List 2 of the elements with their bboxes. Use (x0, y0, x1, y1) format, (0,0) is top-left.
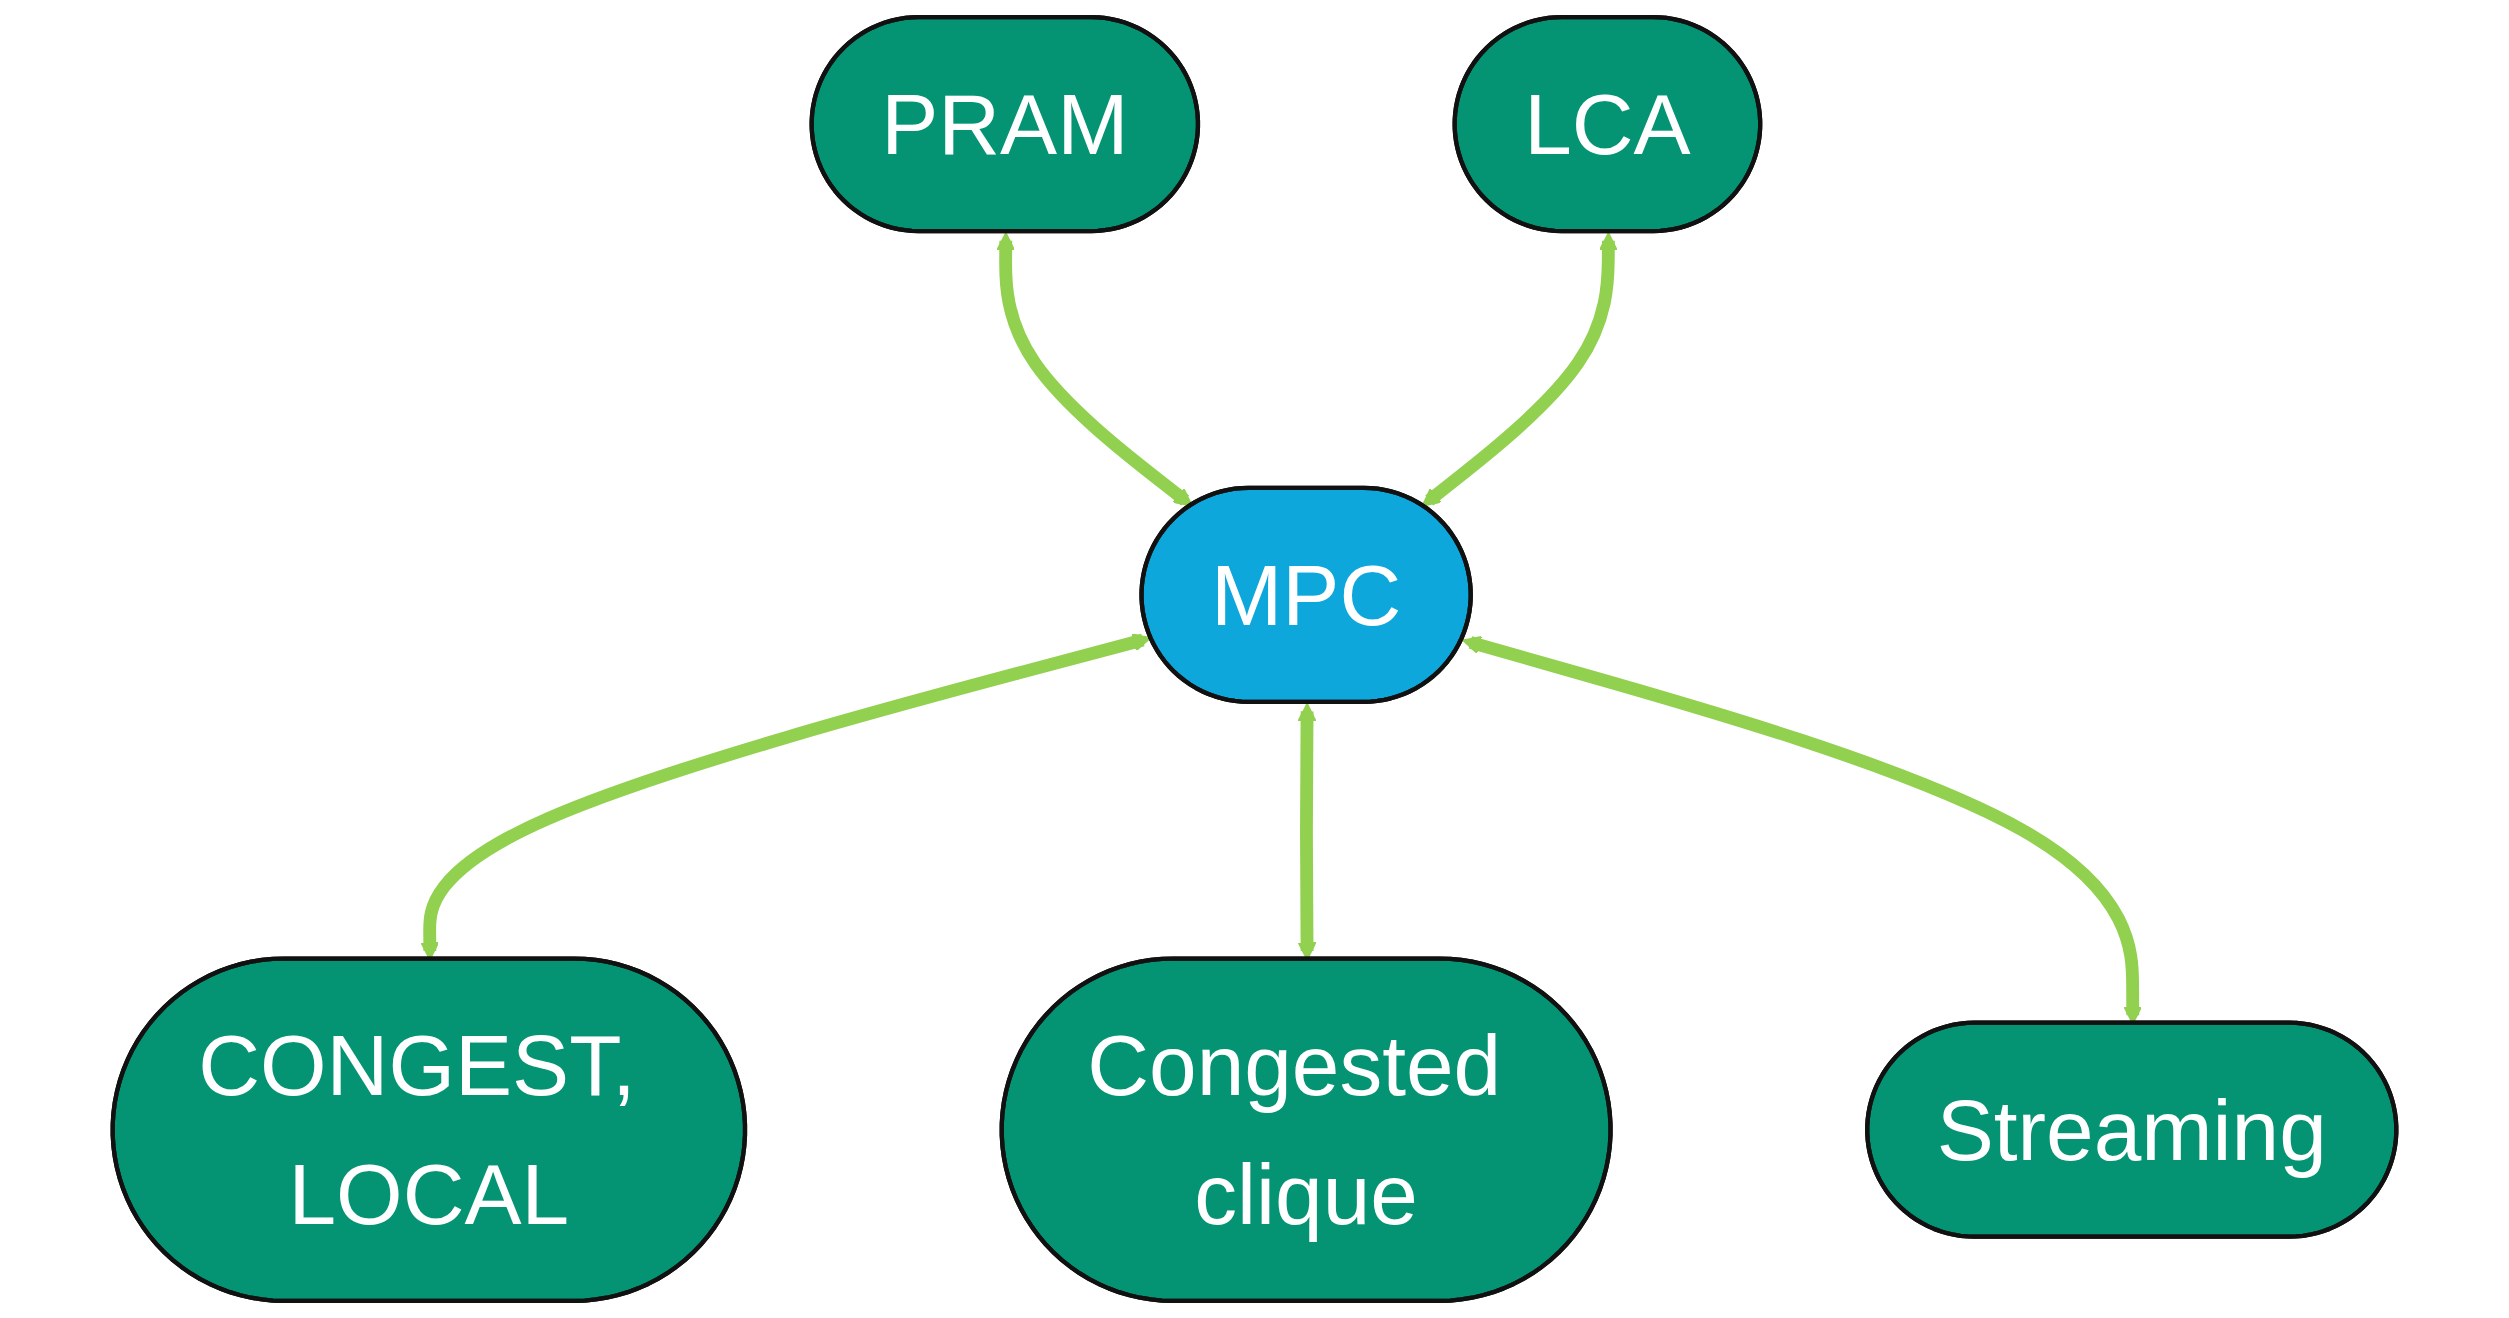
arrow (1421, 232, 1618, 507)
arrow (996, 232, 1193, 507)
